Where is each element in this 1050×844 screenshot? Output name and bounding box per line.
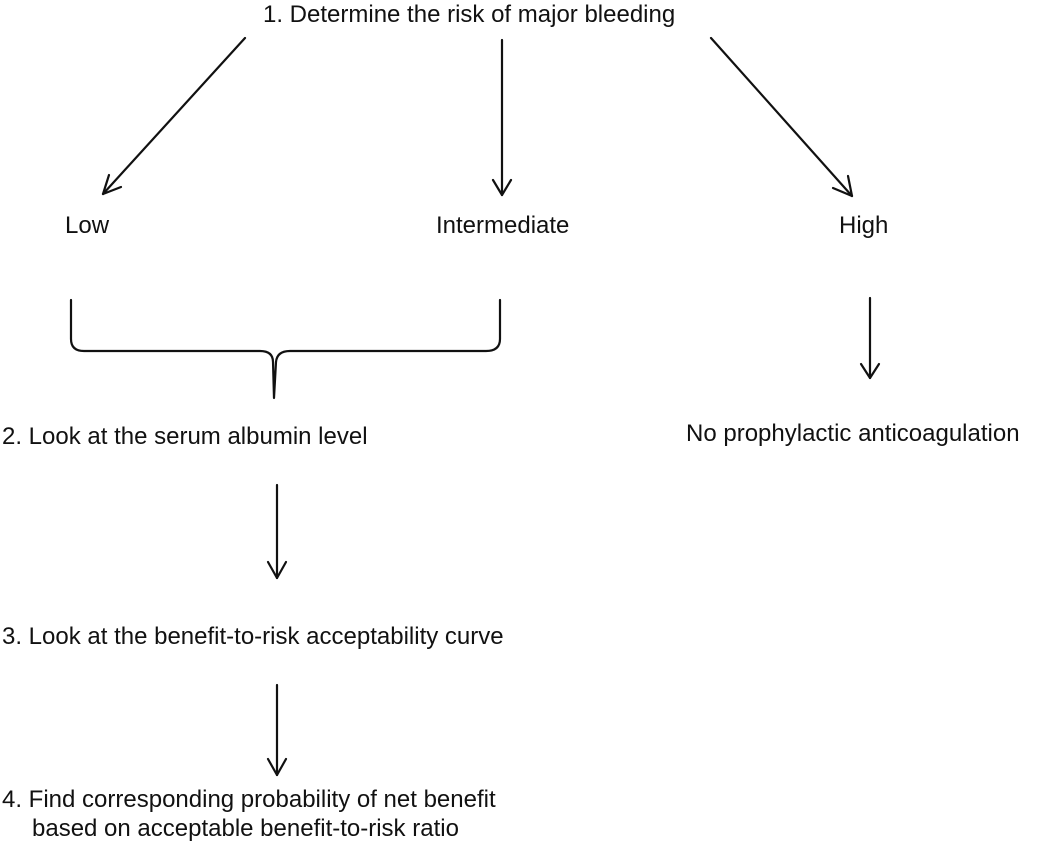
arrow-step3-to-step4-head bbox=[266, 757, 288, 777]
no-prophylactic-anticoagulation: No prophylactic anticoagulation bbox=[686, 420, 1020, 447]
step-1-determine-bleeding-risk: 1. Determine the risk of major bleeding bbox=[263, 1, 676, 28]
arrow-to-low-head bbox=[101, 173, 123, 196]
risk-intermediate-label: Intermediate bbox=[436, 212, 570, 239]
arrow-high-to-outcome-head bbox=[859, 362, 881, 380]
step-4-benefit-risk-ratio: based on acceptable benefit-to-risk rati… bbox=[32, 815, 459, 842]
arrow-to-low bbox=[101, 36, 247, 196]
arrow-to-high-head bbox=[831, 174, 854, 198]
step-2-serum-albumin: 2. Look at the serum albumin level bbox=[2, 423, 368, 450]
arrow-step2-to-step3-head bbox=[266, 560, 288, 580]
risk-low-label: Low bbox=[65, 212, 110, 239]
arrow-to-intermediate-head bbox=[491, 178, 513, 197]
step-3-benefit-risk-curve: 3. Look at the benefit-to-risk acceptabi… bbox=[2, 623, 504, 650]
arrow-to-high bbox=[709, 36, 854, 198]
step-4-probability-net-benefit: 4. Find corresponding probability of net… bbox=[2, 786, 496, 813]
merge-brace bbox=[69, 298, 502, 400]
risk-high-label: High bbox=[839, 212, 889, 239]
